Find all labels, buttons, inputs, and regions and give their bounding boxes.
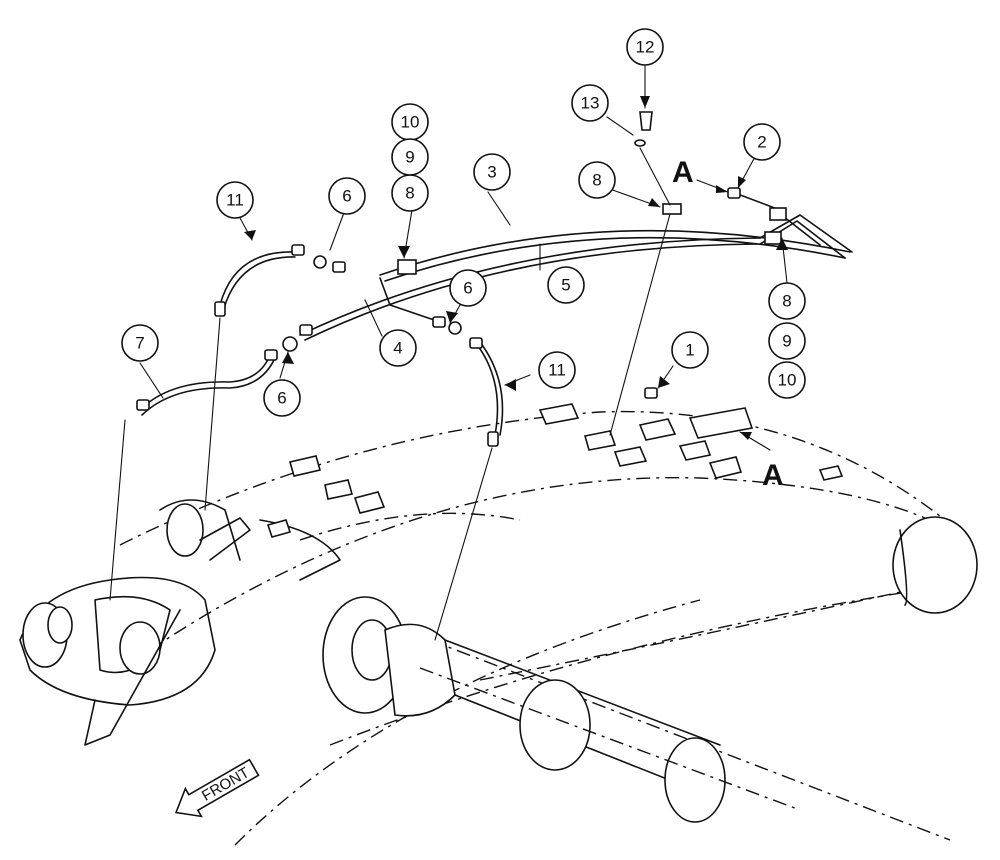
svg-text:6: 6 [277, 389, 286, 408]
callout-7: 7 [121, 324, 159, 362]
svg-text:1: 1 [685, 341, 694, 360]
callout-2: 2 [743, 123, 781, 161]
callout-6-bottom: 6 [263, 379, 301, 417]
boom-structure [119, 410, 951, 846]
svg-text:11: 11 [226, 191, 244, 210]
callout-13: 13 [571, 84, 609, 122]
callout-10-right: 10 [768, 361, 806, 399]
mounting-pads [266, 403, 844, 538]
svg-text:13: 13 [581, 94, 600, 113]
svg-text:10: 10 [401, 113, 420, 132]
section-mark-a-bottom: A [762, 459, 784, 492]
arm-cylinder [322, 596, 801, 823]
svg-text:8: 8 [405, 184, 414, 203]
callout-11-left: 11 [216, 181, 254, 219]
callout-9-right: 9 [768, 322, 806, 360]
svg-text:2: 2 [757, 133, 766, 152]
boom-end-cylinder [892, 516, 978, 614]
callout-9-top: 9 [391, 138, 429, 176]
svg-text:11: 11 [548, 361, 566, 380]
svg-text:8: 8 [592, 171, 601, 190]
callout-3: 3 [473, 153, 511, 191]
svg-text:8: 8 [782, 292, 791, 311]
svg-text:4: 4 [393, 339, 402, 358]
svg-text:6: 6 [342, 187, 351, 206]
callout-11-right: 11 [538, 351, 576, 389]
hose-7 [139, 354, 271, 411]
boom-nose [19, 499, 341, 746]
callout-8-mid: 8 [578, 161, 616, 199]
callout-6-top: 6 [328, 177, 366, 215]
svg-text:9: 9 [782, 332, 791, 351]
svg-text:9: 9 [405, 148, 414, 167]
fittings [136, 111, 787, 447]
callout-4: 4 [379, 329, 417, 367]
callout-5: 5 [547, 266, 585, 304]
svg-text:3: 3 [487, 163, 496, 182]
svg-text:10: 10 [778, 371, 797, 390]
callout-12: 12 [626, 28, 664, 66]
section-mark-a-top: A [672, 156, 694, 189]
svg-text:12: 12 [636, 38, 655, 57]
callout-10-top: 10 [391, 103, 429, 141]
hose-11-right [474, 341, 499, 436]
hose-11-left [219, 251, 296, 306]
front-label: FRONT [199, 764, 252, 805]
callout-8-right: 8 [768, 282, 806, 320]
callout-8-top: 8 [391, 174, 429, 212]
svg-text:5: 5 [561, 276, 570, 295]
svg-text:6: 6 [463, 279, 472, 298]
callout-6-right: 6 [449, 269, 487, 307]
svg-text:7: 7 [135, 334, 144, 353]
arrowheads [244, 96, 788, 440]
callout-1: 1 [671, 331, 709, 369]
front-direction-arrow: FRONT [174, 758, 260, 818]
